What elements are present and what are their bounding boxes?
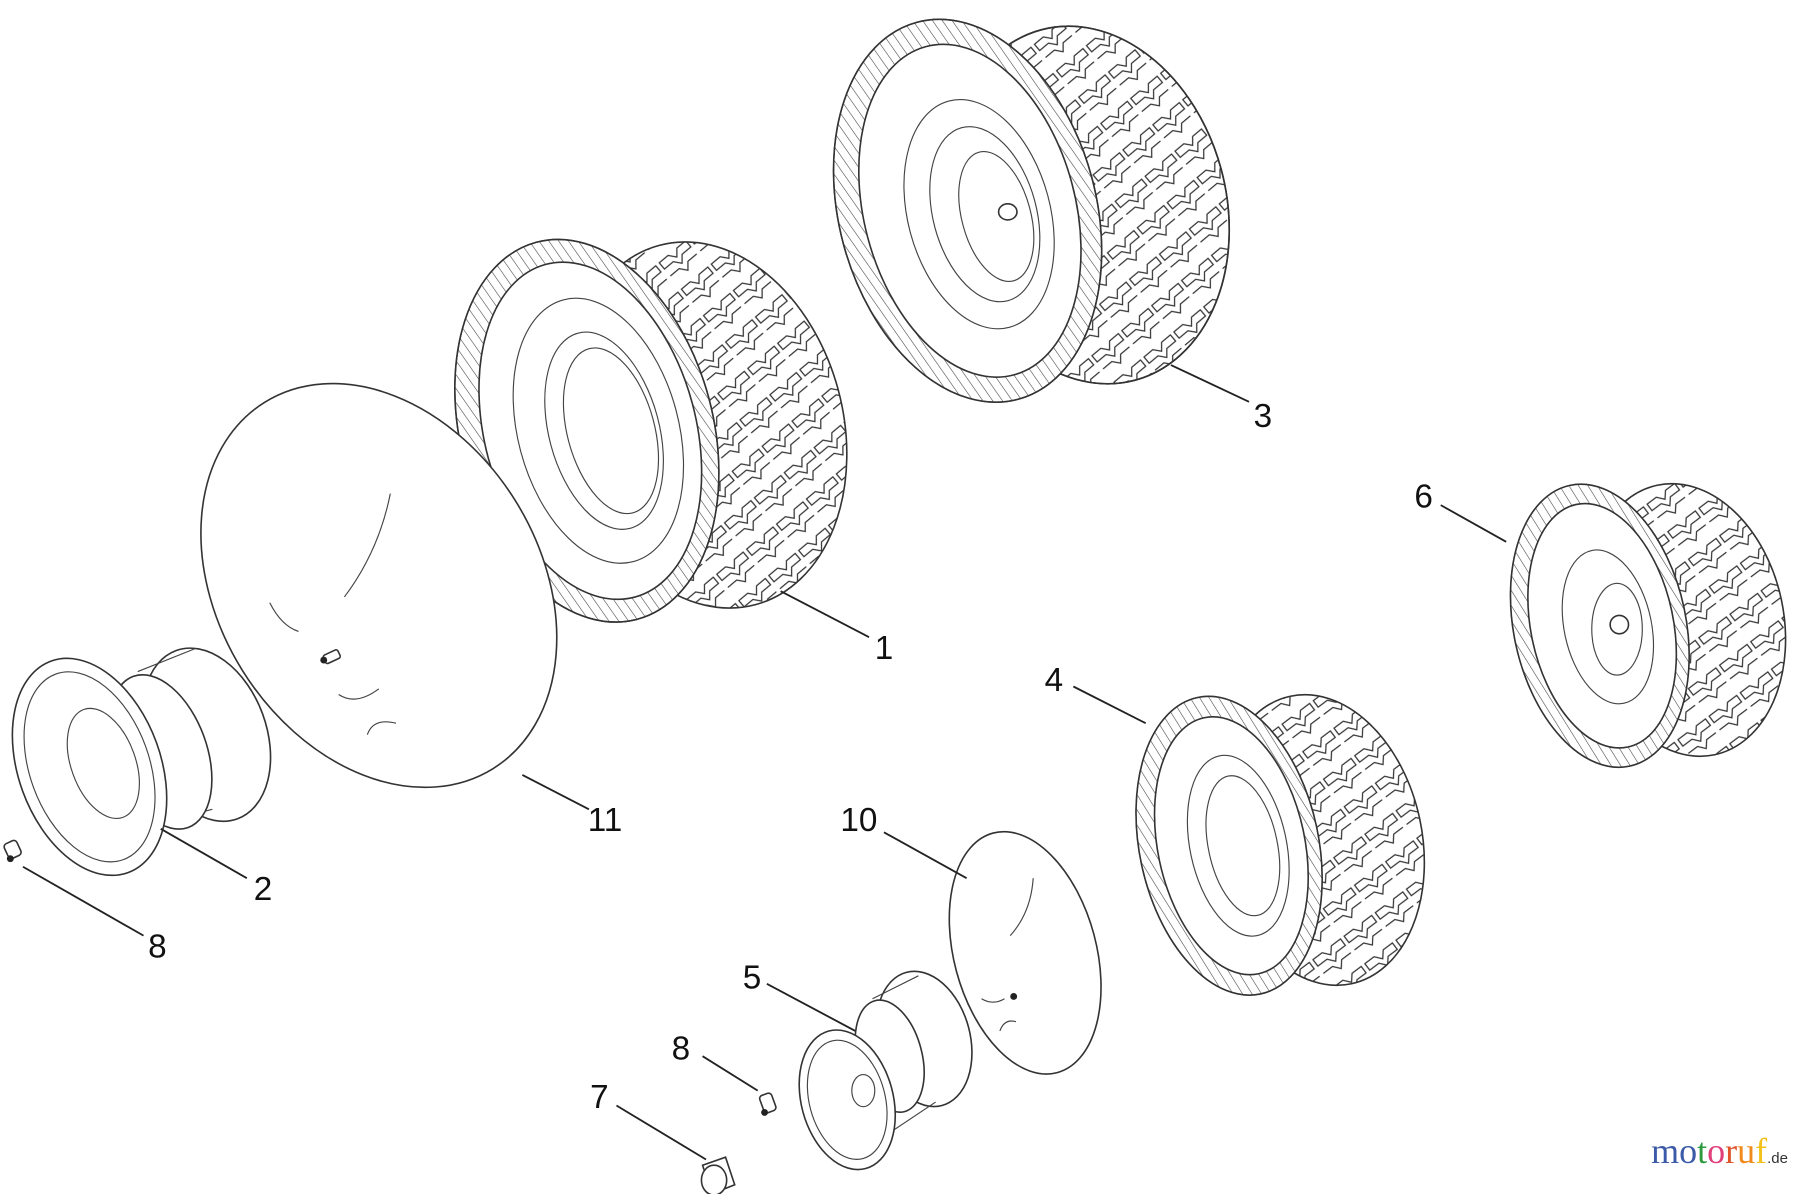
valve-stem-8 xyxy=(3,839,22,863)
rim-5 xyxy=(798,970,973,1171)
callout-8-second: 8 xyxy=(672,1031,691,1068)
callout-6: 6 xyxy=(1414,478,1433,515)
logo-letter: u xyxy=(1737,1131,1756,1171)
valve-cap-7 xyxy=(700,1156,736,1194)
callout-8: 8 xyxy=(148,928,167,965)
logo-letter: r xyxy=(1725,1131,1738,1171)
callout-10: 10 xyxy=(840,802,877,839)
leader-lines xyxy=(22,364,1507,1161)
logo-suffix: .de xyxy=(1767,1150,1788,1167)
inner-tube-11 xyxy=(200,382,558,789)
logo-letter: o xyxy=(1707,1131,1726,1171)
callout-4: 4 xyxy=(1045,662,1064,699)
tire-6-wheel-assembly xyxy=(1509,482,1787,769)
valve-stem-8-small xyxy=(758,1092,777,1116)
logo-letter: m xyxy=(1651,1131,1680,1171)
watermark-logo: motoruf.de xyxy=(1651,1130,1788,1172)
callout-7: 7 xyxy=(590,1079,609,1116)
callout-1: 1 xyxy=(875,630,894,667)
rim-2 xyxy=(11,647,272,877)
tire-4 xyxy=(1135,693,1426,996)
callout-2: 2 xyxy=(254,871,273,908)
logo-letter: o xyxy=(1679,1131,1698,1171)
callout-3: 3 xyxy=(1254,398,1273,435)
callout-5: 5 xyxy=(743,959,762,996)
logo-letter: f xyxy=(1755,1131,1768,1171)
logo-letter: t xyxy=(1697,1131,1708,1171)
callout-11: 11 xyxy=(588,802,623,839)
tire-3-wheel-assembly xyxy=(832,18,1231,403)
inner-tube-10 xyxy=(948,830,1102,1075)
